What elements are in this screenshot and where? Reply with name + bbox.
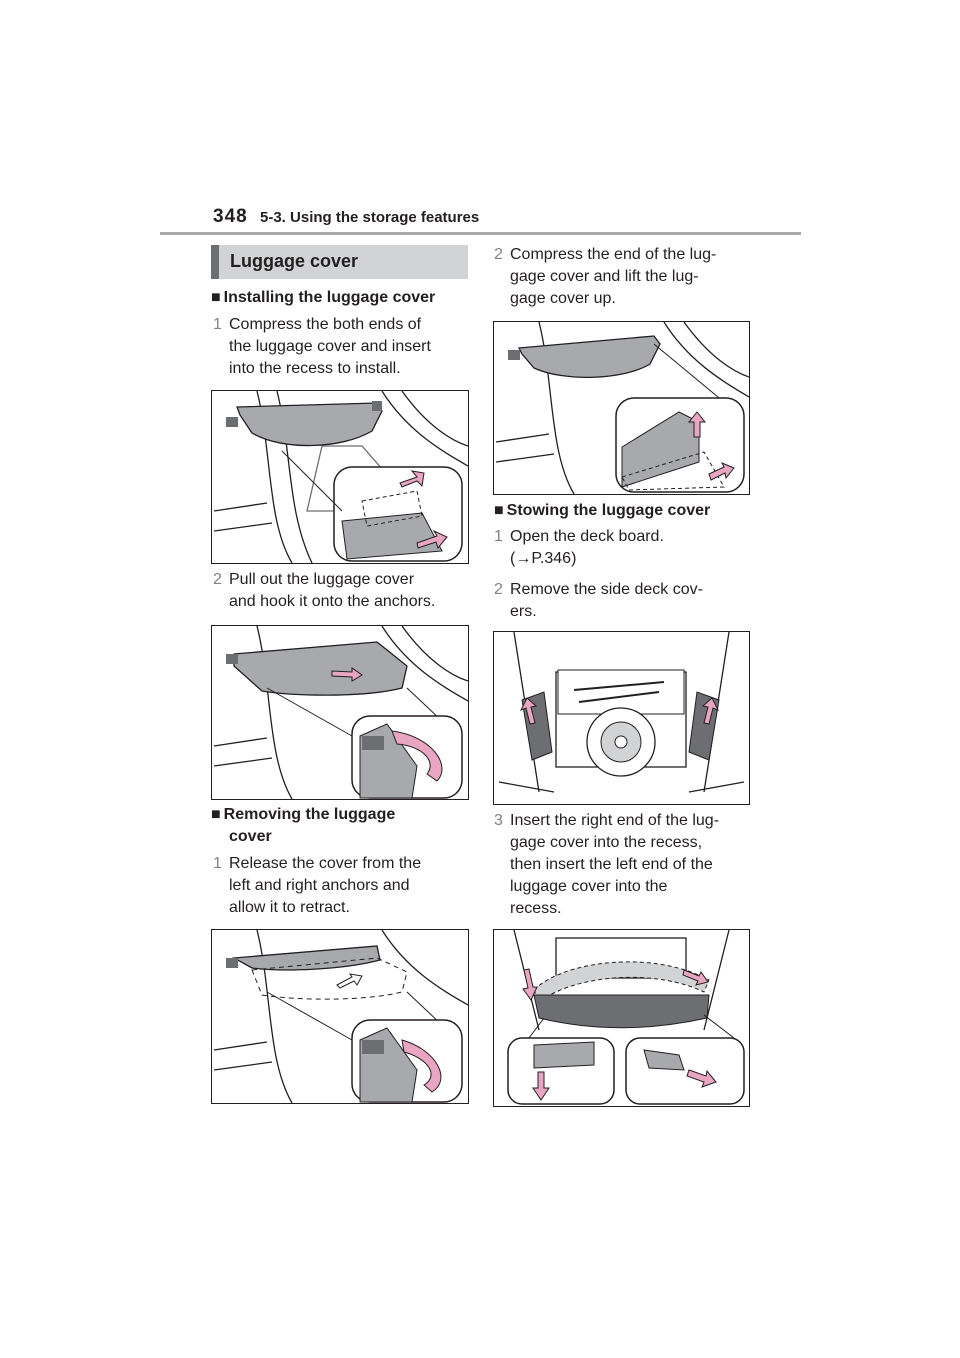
installing-heading: ■Installing the luggage cover bbox=[211, 289, 436, 306]
page-reference[interactable]: (→P.346) bbox=[510, 550, 577, 567]
heading-marker: ■ bbox=[494, 502, 504, 519]
stowing-step-3: 3 Insert the right end of the lug- gage … bbox=[494, 812, 720, 917]
section-title-box: Luggage cover bbox=[211, 245, 468, 279]
figure-hook-anchors bbox=[211, 625, 469, 800]
section-title-bar bbox=[211, 245, 219, 279]
figure-side-deck-covers bbox=[493, 631, 750, 805]
chapter-title: 5-3. Using the storage features bbox=[260, 209, 480, 226]
removing-heading: ■Removing the luggage cover bbox=[211, 806, 396, 845]
figure-lift-cover bbox=[493, 321, 750, 495]
section-title: Luggage cover bbox=[230, 251, 359, 271]
installing-step-1: 1 Compress the both ends of the luggage … bbox=[213, 316, 431, 377]
heading-marker: ■ bbox=[211, 806, 221, 823]
figure-stow-cover bbox=[493, 929, 750, 1107]
installing-step-2: 2 Pull out the luggage cover and hook it… bbox=[213, 571, 436, 610]
removing-step-2: 2 Compress the end of the lug- gage cove… bbox=[494, 246, 717, 307]
figure-release-cover bbox=[211, 929, 469, 1104]
removing-step-1: 1 Release the cover from the left and ri… bbox=[213, 855, 422, 916]
stowing-heading: ■Stowing the luggage cover bbox=[494, 502, 711, 519]
stowing-step-1: 1 Open the deck board. (→P.346) bbox=[494, 526, 764, 570]
heading-marker: ■ bbox=[211, 289, 221, 306]
figure-install bbox=[211, 390, 469, 564]
page-number: 348 bbox=[213, 206, 248, 227]
stowing-step-2: 2 Remove the side deck cov- ers. bbox=[494, 581, 703, 620]
header-divider bbox=[160, 232, 801, 235]
